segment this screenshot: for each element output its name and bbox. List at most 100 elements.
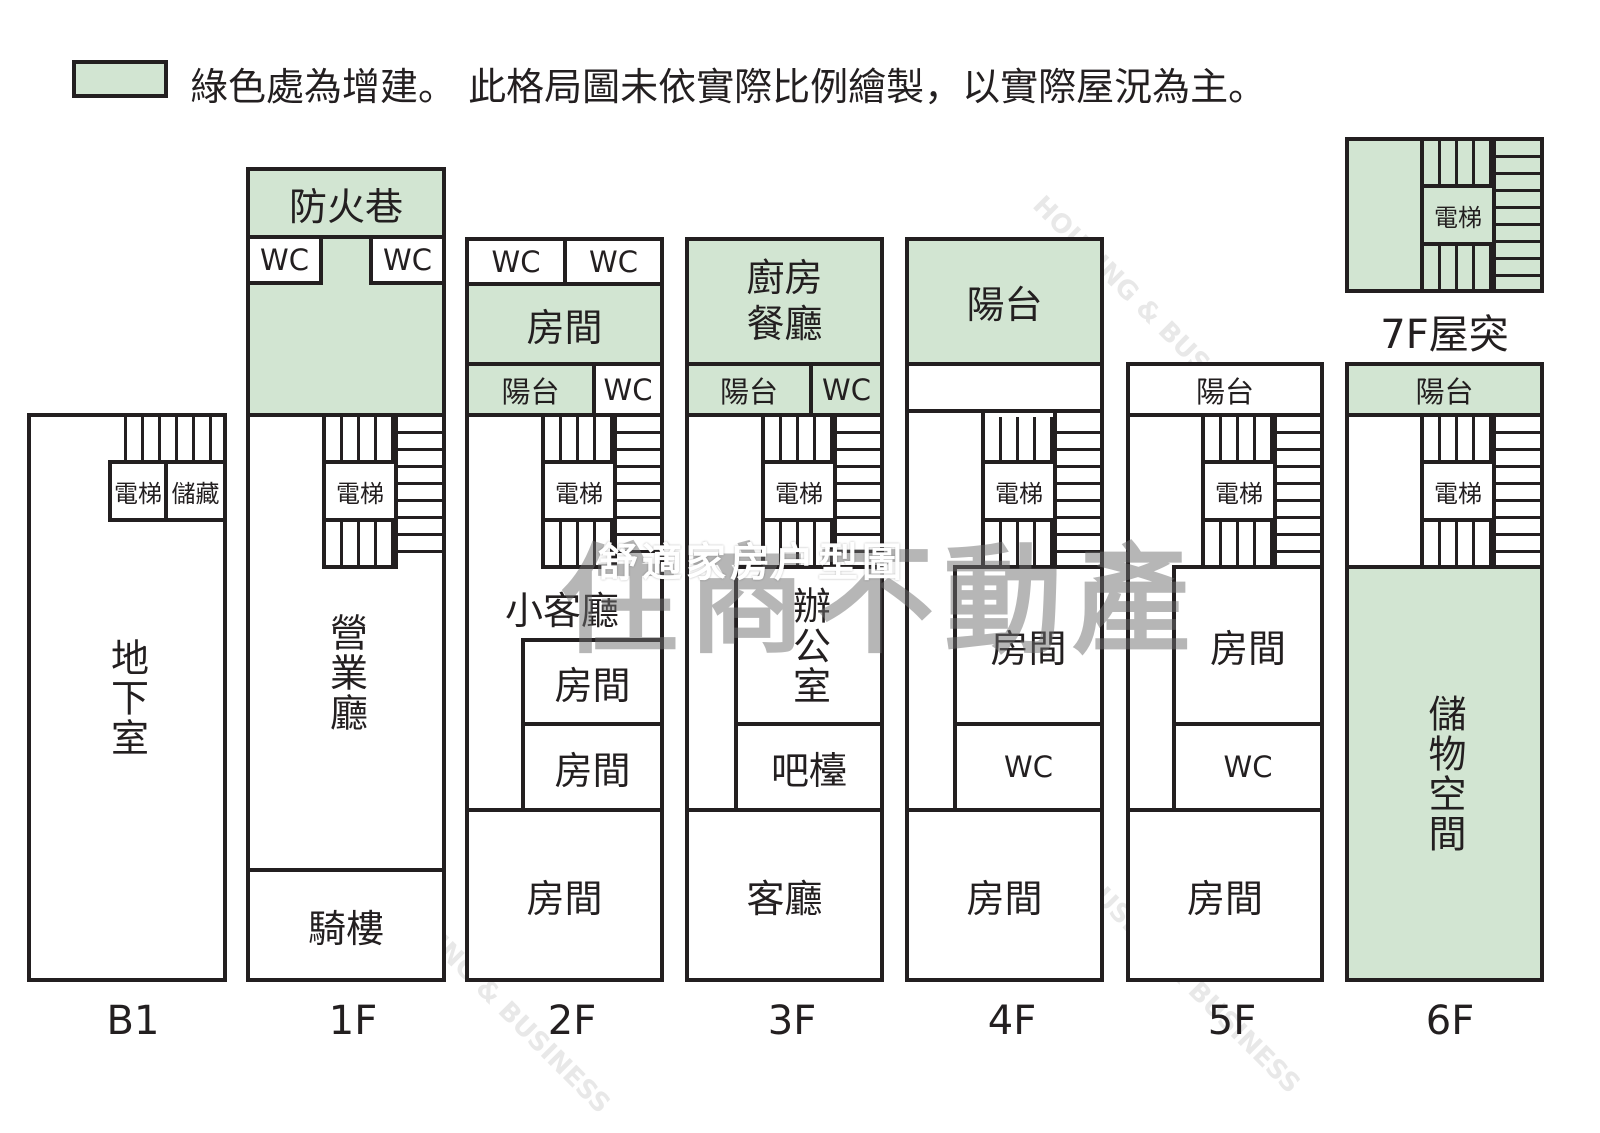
balcony: 陽台 (465, 362, 596, 417)
room-label: 房間 (526, 305, 603, 350)
room-label: 房間 (554, 663, 631, 708)
bar: 吧檯 (734, 722, 884, 812)
storage-space: 儲物空間 (1345, 565, 1544, 982)
room-label: 陽台 (719, 374, 778, 409)
floor-label-7f: 7F屋突 (1380, 312, 1509, 358)
wc: WC (953, 722, 1104, 812)
room-label: 房間 (1186, 876, 1263, 921)
elevator: 電梯 (541, 460, 617, 522)
stairs (835, 417, 880, 565)
room-label: WC (260, 243, 309, 277)
room-label: 客廳 (746, 876, 823, 921)
overlay-caption: 舒適家房户型圖 (598, 540, 906, 586)
room-label: WC (822, 372, 871, 407)
room-label: 電梯 (775, 479, 823, 508)
stairs (326, 520, 394, 565)
floor-label-b1: B1 (106, 998, 160, 1044)
stairs (1424, 520, 1492, 565)
room: 房間 (1126, 808, 1324, 982)
wc: WC (465, 237, 567, 286)
floor-label-5f: 5F (1207, 998, 1257, 1044)
room-label: WC (491, 244, 541, 279)
stairs (545, 417, 613, 462)
floor-label-6f: 6F (1425, 998, 1475, 1044)
balcony: 陽台 (1126, 362, 1324, 417)
room-label: 陽台 (501, 374, 560, 409)
elevator: 電梯 (1420, 184, 1496, 246)
floor-label-1f: 1F (328, 998, 378, 1044)
elevator: 電梯 (322, 460, 398, 522)
room-label: 陽台 (1195, 374, 1254, 409)
balcony: 陽台 (685, 362, 813, 417)
stairs (1055, 417, 1100, 565)
room: 房間 (521, 638, 664, 726)
stairs (1205, 520, 1273, 565)
legend-text: 綠色處為增建。 此格局圖未依實際比例繪製，以實際屋況為主。 (190, 65, 1267, 109)
room-label: 地下室 (104, 637, 149, 758)
stairs (1275, 417, 1320, 565)
stairs (985, 417, 1053, 462)
room: 房間 (521, 722, 664, 812)
storage: 儲藏 (164, 460, 227, 522)
living-room: 客廳 (685, 808, 884, 982)
wc: WC (246, 235, 323, 285)
room-label: 騎樓 (307, 906, 384, 951)
room-label: 餐廳 (746, 301, 823, 346)
room-label: 儲物空間 (1422, 693, 1466, 854)
elevator: 電梯 (761, 460, 837, 522)
wc: WC (1172, 722, 1324, 812)
room-label: 吧檯 (770, 748, 847, 793)
balcony: 陽台 (905, 237, 1104, 366)
room: 房間 (953, 565, 1104, 726)
room-top: 房間 (465, 282, 664, 366)
elevator: 電梯 (981, 460, 1057, 522)
room-label: 陽台 (1415, 374, 1474, 409)
stairs (545, 520, 613, 565)
wc: WC (369, 235, 446, 285)
elevator: 電梯 (1201, 460, 1277, 522)
room-label: 電梯 (336, 479, 384, 508)
wc: WC (809, 362, 884, 417)
stairs (765, 520, 833, 565)
room-label: 電梯 (1434, 203, 1482, 232)
stairs (1494, 417, 1540, 565)
room-label: 電梯 (995, 479, 1043, 508)
arcade: 騎樓 (246, 868, 446, 982)
legend-swatch (72, 60, 168, 98)
floor-label-4f: 4F (987, 998, 1037, 1044)
room-label: 電梯 (114, 479, 162, 508)
room-label: 營業廳 (323, 612, 368, 733)
small-living-room: 小客廳 (505, 589, 620, 633)
room-label: 廚房 (746, 255, 823, 300)
floor-label-3f: 3F (767, 998, 817, 1044)
room: 房間 (1172, 565, 1324, 726)
stairs (326, 417, 394, 462)
stairs (765, 417, 833, 462)
stairs (985, 520, 1053, 565)
stairs (1424, 141, 1492, 186)
stairs (110, 417, 223, 462)
room-label: WC (1004, 750, 1053, 784)
room-label: WC (589, 244, 638, 279)
stairs (1424, 244, 1492, 289)
room-label: WC (383, 243, 432, 277)
room: 房間 (465, 808, 664, 982)
elevator: 電梯 (108, 460, 168, 522)
stairs (1494, 141, 1540, 289)
room-label: 辦公室 (786, 585, 831, 706)
balcony: 陽台 (1345, 362, 1544, 417)
room: 房間 (905, 808, 1104, 982)
wc: WC (592, 362, 664, 417)
watermark-logo: 住商不動產 (560, 532, 1201, 670)
room-label: WC (1223, 750, 1273, 784)
stairs (615, 417, 660, 565)
room-label: 房間 (554, 748, 631, 793)
room-label: 房間 (966, 876, 1043, 921)
elevator: 電梯 (1420, 460, 1496, 522)
kitchen-dining: 廚房餐廳 (685, 237, 884, 366)
room-label: WC (603, 372, 653, 407)
room-label: 房間 (526, 876, 603, 921)
room-label: 房間 (1209, 627, 1286, 671)
floor-label-2f: 2F (547, 998, 597, 1044)
room-label: 防火巷 (288, 184, 403, 229)
